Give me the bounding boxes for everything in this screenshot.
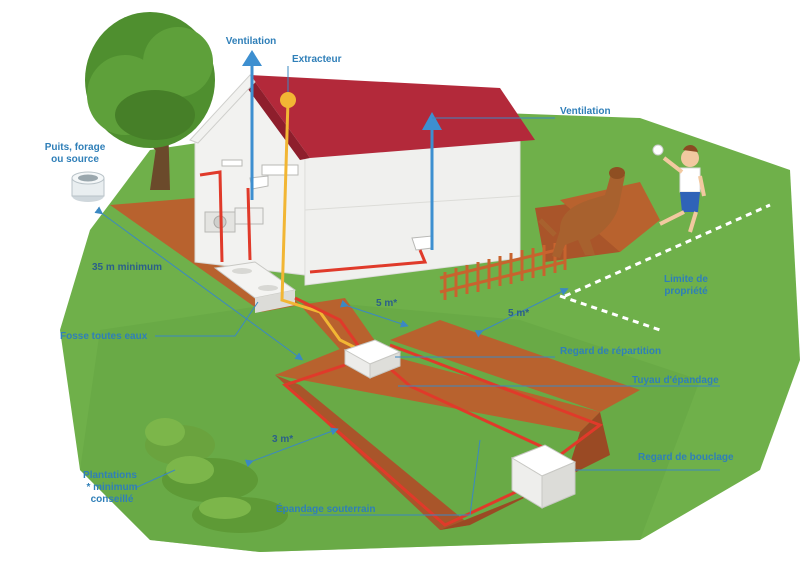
label-limite-2: propriété (664, 286, 708, 297)
label-fosse: Fosse toutes eaux (60, 331, 148, 342)
label-puits-2: ou source (51, 154, 99, 165)
label-tuyau: Tuyau d'épandage (632, 375, 719, 386)
extractor-icon (280, 92, 296, 108)
house (190, 75, 535, 285)
label-ventilation-left: Ventilation (226, 36, 277, 47)
label-epandage: Épandage souterrain (276, 502, 375, 515)
label-extracteur: Extracteur (292, 54, 342, 65)
label-regard-bouclage: Regard de bouclage (638, 452, 734, 463)
well (72, 172, 104, 202)
label-plantations-1: Plantations (83, 470, 137, 481)
label-35m: 35 m minimum (92, 262, 162, 273)
label-5m-b: 5 m* (508, 308, 529, 319)
label-puits-1: Puits, forage (45, 142, 106, 153)
label-limite-1: Limite de (664, 274, 708, 285)
label-3m: 3 m* (272, 434, 293, 445)
label-plantations-2: * minimum (86, 482, 137, 493)
label-regard-repartition: Regard de répartition (560, 346, 661, 357)
label-5m-a: 5 m* (376, 298, 397, 309)
label-plantations-3: conseillé (91, 494, 134, 505)
label-ventilation-right: Ventilation (560, 106, 611, 117)
